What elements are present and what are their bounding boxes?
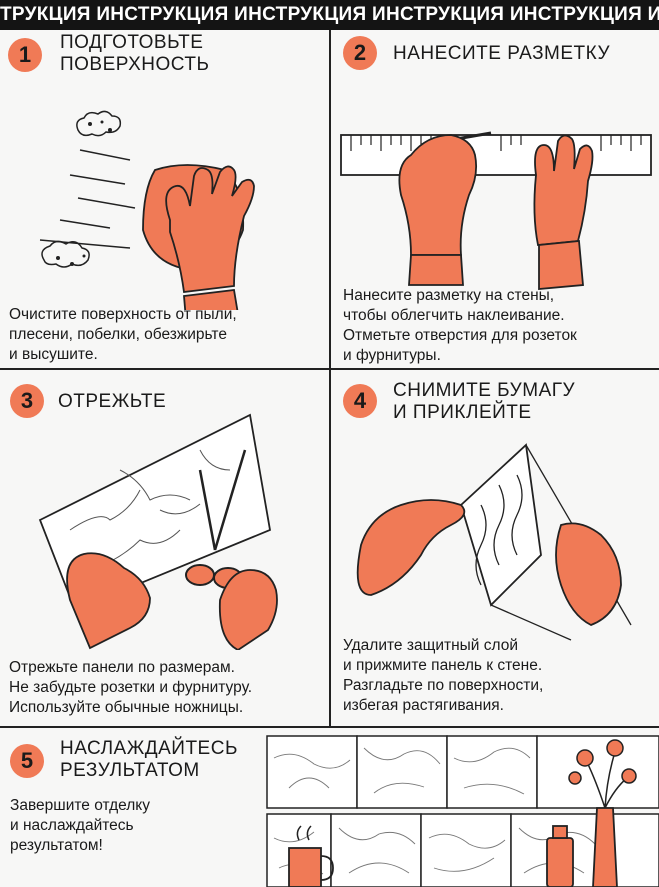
step-3-text-line-3: Используйте обычные ножницы. [9,699,244,716]
step-3-description: Отрежьте панели по размерам. Не забудьте… [9,658,252,718]
step-5-text-line-2: и наслаждайтесь [10,817,134,834]
step-2-text-line-3: Отметьте отверстия для розеток [343,327,577,344]
peeling-film-hands-icon [356,443,632,641]
step-1-title: ПОДГОТОВЬТЕ ПОВЕРХНОСТЬ [60,32,209,76]
step-2-panel: 2 НАНЕСИТЕ РАЗМЕТКУ Нанесите разметку на… [331,30,659,368]
step-4-description: Удалите защитный слой и прижмите панель … [343,636,543,716]
step-5-number: 5 [10,744,44,778]
step-5-text-line-3: результатом! [10,837,103,854]
step-3-title-line-1: ОТРЕЖЬТЕ [58,391,167,412]
step-3-text-line-1: Отрежьте панели по размерам. [9,659,235,676]
step-1-panel: 1 ПОДГОТОВЬТЕ ПОВЕРХНОСТЬ Очистите повер… [0,30,329,368]
step-4-text-line-3: Разгладьте по поверхности, [343,677,544,694]
scissors-cutting-panel-icon [38,413,278,650]
step-3-text-line-2: Не забудьте розетки и фурнитуру. [9,679,253,696]
step-4-title: СНИМИТЕ БУМАГУ И ПРИКЛЕЙТЕ [393,380,575,424]
step-4-text-line-4: избегая растягивания. [343,697,504,714]
step-4-title-line-2: И ПРИКЛЕЙТЕ [393,402,532,423]
step-1-title-line-1: ПОДГОТОВЬТЕ [60,32,204,53]
instruction-banner: ТРУКЦИЯ ИНСТРУКЦИЯ ИНСТРУКЦИЯ ИНСТРУКЦИЯ… [0,0,659,30]
step-4-title-line-1: СНИМИТЕ БУМАГУ [393,380,576,401]
step-2-title: НАНЕСИТЕ РАЗМЕТКУ [393,43,610,65]
step-1-description: Очистите поверхность от пыли, плесени, п… [9,305,237,365]
step-2-number: 2 [343,36,377,70]
step-1-text-line-1: Очистите поверхность от пыли, [9,306,237,323]
step-2-text-line-2: чтобы облегчить наклеивание. [343,307,565,324]
step-3-number: 3 [10,384,44,418]
finished-marble-wall-icon [266,735,659,887]
divider-row-2 [0,726,659,728]
step-1-text-line-3: и высушите. [9,346,98,363]
step-3-title: ОТРЕЖЬТЕ [58,391,166,413]
step-3-panel: 3 ОТРЕЖЬТЕ Отрежьте панели по размерам. … [0,370,329,726]
step-1-text-line-2: плесени, побелки, обезжирьте [9,326,227,343]
step-4-panel: 4 СНИМИТЕ БУМАГУ И ПРИКЛЕЙТЕ Удалите защ… [331,370,659,726]
step-1-number: 1 [8,38,42,72]
step-4-text-line-2: и прижмите панель к стене. [343,657,543,674]
step-5-text-line-1: Завершите отделку [10,797,150,814]
step-5-title-line-2: РЕЗУЛЬТАТОМ [60,760,200,781]
step-5-title: НАСЛАЖДАЙТЕСЬ РЕЗУЛЬТАТОМ [60,738,238,782]
step-4-text-line-1: Удалите защитный слой [343,637,519,654]
step-1-title-line-2: ПОВЕРХНОСТЬ [60,54,210,75]
step-2-title-line-1: НАНЕСИТЕ РАЗМЕТКУ [393,43,611,64]
divider-column [329,30,331,726]
banner-text: ТРУКЦИЯ ИНСТРУКЦИЯ ИНСТРУКЦИЯ ИНСТРУКЦИЯ… [0,4,659,25]
step-2-text-line-1: Нанесите разметку на стены, [343,287,555,304]
step-4-number: 4 [343,384,377,418]
ruler-pencil-hands-icon [340,131,652,290]
step-2-text-line-4: и фурнитуры. [343,347,441,364]
step-2-description: Нанесите разметку на стены, чтобы облегч… [343,286,577,366]
step-5-description: Завершите отделку и наслаждайтесь резуль… [10,796,150,856]
step-5-panel: 5 НАСЛАЖДАЙТЕСЬ РЕЗУЛЬТАТОМ Завершите от… [0,728,659,887]
hand-wiping-cloth-icon [39,110,255,310]
step-5-title-line-1: НАСЛАЖДАЙТЕСЬ [60,738,238,759]
